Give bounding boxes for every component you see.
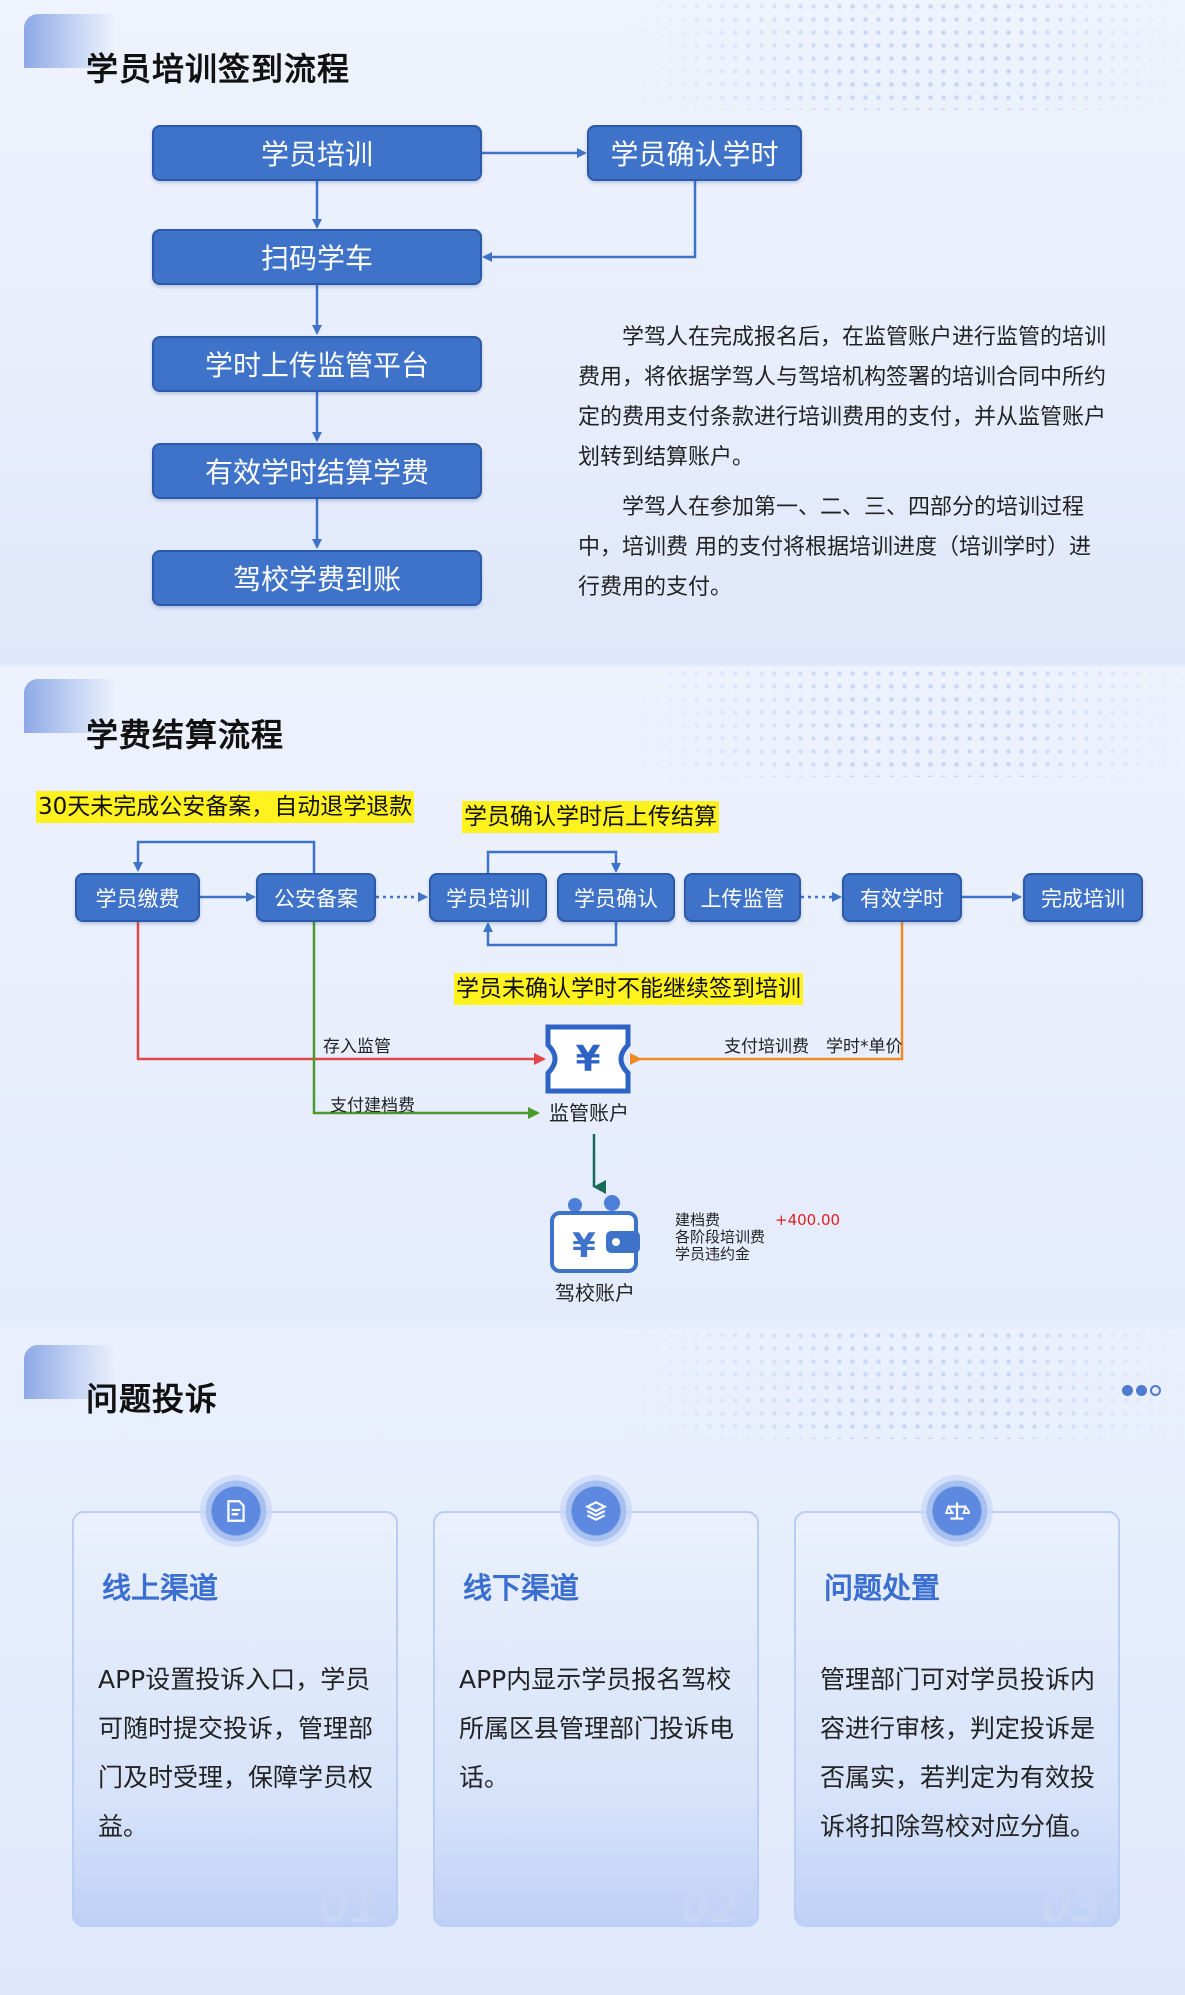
node-valid-hours: 有效学时 xyxy=(842,873,962,922)
dot-pattern xyxy=(625,1329,1185,1439)
node-complete: 完成培训 xyxy=(1023,873,1143,922)
section-training-checkin: 学员培训签到流程 学员培训 学员确认学时 扫码学车 学时上传监管平台 有效学时结… xyxy=(0,0,1185,665)
pager-dots xyxy=(1122,1385,1161,1396)
dot-pattern xyxy=(625,0,1185,110)
complaint-card-online: 线上渠道 APP设置投诉入口，学员可随时提交投诉，管理部门及时受理，保障学员权益… xyxy=(72,1511,398,1927)
section-title: 学费结算流程 xyxy=(86,716,285,754)
card-body: APP设置投诉入口，学员可随时提交投诉，管理部门及时受理，保障学员权益。 xyxy=(98,1665,374,1841)
layers-icon xyxy=(560,1475,632,1547)
label-archive-fee: 支付建档费 xyxy=(330,1096,415,1116)
yuan-symbol: ¥ xyxy=(575,1039,600,1080)
card-title: 线上渠道 xyxy=(102,1571,219,1605)
section-fee-settlement: 学费结算流程 30天未完成公安备案，自动退学退款 学员确认学时后上传结算 学员未… xyxy=(0,667,1185,1327)
scale-icon xyxy=(921,1475,993,1547)
label-deposit: 存入监管 xyxy=(323,1037,391,1057)
highlight-confirm-upload: 学员确认学时后上传结算 xyxy=(462,801,719,833)
flow-arrows xyxy=(312,148,697,549)
label-unit-price: 学时*单价 xyxy=(826,1037,903,1057)
card-body: APP内显示学员报名驾校所属区县管理部门投诉电话。 xyxy=(459,1665,735,1792)
node-police-filing: 公安备案 xyxy=(256,873,376,922)
svg-text:¥: ¥ xyxy=(572,1226,596,1266)
settlement-arrows: ¥ ¥ xyxy=(133,840,1022,1273)
flow-box-upload-platform: 学时上传监管平台 xyxy=(152,336,482,392)
complaint-card-handling: 问题处置 管理部门可对学员投诉内容进行审核，判定投诉是否属实，若判定为有效投诉将… xyxy=(794,1511,1120,1927)
wallet-icon: ¥ xyxy=(550,1195,640,1273)
description-paragraph-1: 学驾人在完成报名后，在监管账户进行监管的培训费用，将依据学驾人与驾培机构签署的培… xyxy=(578,325,1107,470)
school-item-penalty: 学员违约金 xyxy=(675,1245,751,1263)
section-title: 问题投诉 xyxy=(86,1380,219,1418)
section-tab-decoration xyxy=(24,679,116,733)
card-title: 线下渠道 xyxy=(463,1571,580,1605)
section-complaints: 问题投诉 线上渠道 APP设置投诉入口，学员可随时提交投诉，管理部门及时受理，保… xyxy=(0,1329,1185,1995)
document-icon xyxy=(200,1475,272,1547)
dot-pattern xyxy=(625,667,1185,777)
node-training: 学员培训 xyxy=(429,873,547,922)
section-title: 学员培训签到流程 xyxy=(86,50,351,88)
flow-box-settle-fees: 有效学时结算学费 xyxy=(152,443,482,499)
card-number: 03 xyxy=(1040,1882,1102,1927)
node-confirm: 学员确认 xyxy=(557,873,675,922)
label-pay-training: 支付培训费 xyxy=(724,1037,809,1057)
card-title: 问题处置 xyxy=(824,1571,941,1605)
school-item-archive: 建档费 xyxy=(675,1211,721,1229)
section-tab-decoration xyxy=(24,14,116,68)
flow-box-scan-code: 扫码学车 xyxy=(152,229,482,285)
card-body: 管理部门可对学员投诉内容进行审核，判定投诉是否属实，若判定为有效投诉将扣除驾校对… xyxy=(820,1665,1096,1841)
section-tab-decoration xyxy=(24,1345,116,1399)
amount-value: +400.00 xyxy=(775,1211,841,1229)
card-number: 02 xyxy=(679,1882,741,1927)
complaint-card-offline: 线下渠道 APP内显示学员报名驾校所属区县管理部门投诉电话。 02 xyxy=(433,1511,759,1927)
node-pay-fees: 学员缴费 xyxy=(75,873,200,922)
node-upload: 上传监管 xyxy=(684,873,801,922)
label-supervise-account: 监管账户 xyxy=(549,1101,629,1125)
flow-box-confirm-hours: 学员确认学时 xyxy=(587,125,802,181)
highlight-auto-refund: 30天未完成公安备案，自动退学退款 xyxy=(36,791,415,823)
label-school-account: 驾校账户 xyxy=(555,1281,635,1305)
yuan-ticket-icon xyxy=(545,1024,631,1094)
flow-box-fees-received: 驾校学费到账 xyxy=(152,550,482,606)
card-number: 01 xyxy=(318,1882,380,1927)
description-paragraph-2: 学驾人在参加第一、二、三、四部分的培训过程中，培训费 用的支付将根据培训进度（培… xyxy=(578,495,1091,600)
flow-box-training: 学员培训 xyxy=(152,125,482,181)
school-item-training: 各阶段培训费 xyxy=(675,1228,766,1246)
highlight-no-checkin: 学员未确认学时不能继续签到培训 xyxy=(454,973,803,1005)
